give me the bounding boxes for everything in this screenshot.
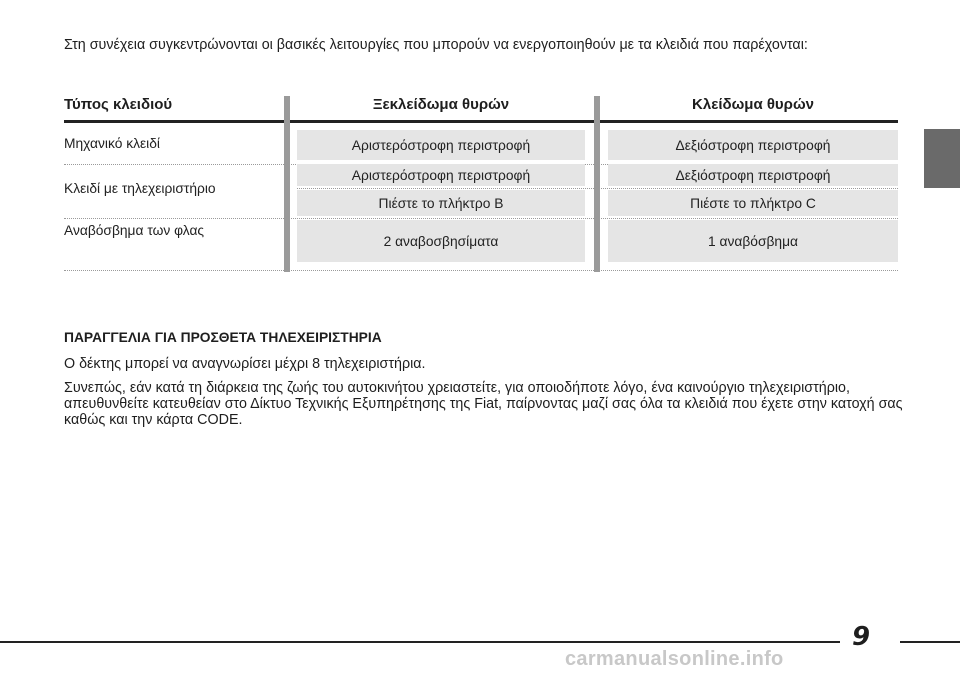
header-unlock: Ξεκλείδωμα θυρών — [372, 96, 510, 113]
header-key-type: Τύπος κλειδιού — [64, 96, 173, 113]
watermark: carmanualsonline.info — [565, 648, 784, 670]
section-title: ΠΑΡΑΓΓΕΛΙΑ ΓΙΑ ΠΡΟΣΘΕΤΑ ΤΗΛΕΧΕΙΡΙΣΤΗΡΙΑ — [64, 330, 382, 345]
row-label-mechanical-key: Μηχανικό κλειδί — [64, 136, 160, 151]
table-header-rule — [64, 120, 898, 123]
footer-rule — [0, 641, 840, 643]
cell-unlock: Πιέστε το πλήκτρο B — [297, 190, 585, 216]
column-divider — [284, 96, 290, 272]
row-label-remote-key: Κλειδί με τηλεχειριστήριο — [64, 181, 216, 196]
intro-paragraph: Στη συνέχεια συγκεντρώνονται οι βασικές … — [64, 37, 808, 53]
row-divider — [64, 218, 898, 219]
column-divider — [594, 96, 600, 272]
cell-lock: Δεξιόστροφη περιστροφή — [608, 130, 898, 160]
paragraph: Ο δέκτης μπορεί να αναγνωρίσει μέχρι 8 τ… — [64, 356, 426, 372]
cell-unlock: Αριστερόστροφη περιστροφή — [297, 164, 585, 186]
row-divider — [64, 270, 898, 271]
cell-unlock: 2 αναβοσβησίματα — [297, 220, 585, 262]
cell-lock: Πιέστε το πλήκτρο C — [608, 190, 898, 216]
cell-lock: 1 αναβόσβημα — [608, 220, 898, 262]
cell-lock: Δεξιόστροφη περιστροφή — [608, 164, 898, 186]
page-number: 9 — [852, 622, 871, 652]
paragraph: Συνεπώς, εάν κατά τη διάρκεια της ζωής τ… — [64, 380, 903, 428]
chapter-tab — [924, 129, 960, 188]
row-label-flashing: Αναβόσβημα των φλας — [64, 223, 205, 238]
header-lock: Κλείδωμα θυρών — [692, 96, 814, 113]
cell-unlock: Αριστερόστροφη περιστροφή — [297, 130, 585, 160]
row-divider — [297, 188, 898, 189]
footer-rule — [900, 641, 960, 643]
